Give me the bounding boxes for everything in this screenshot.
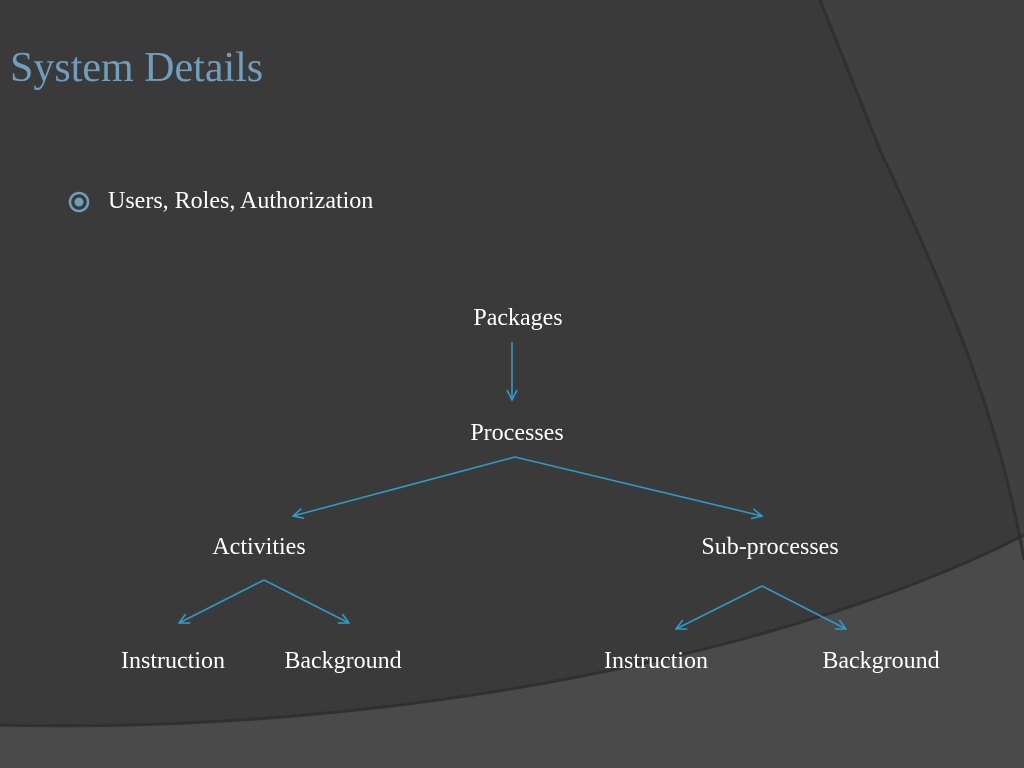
arrow-sub-processes-to-instruction <box>676 585 763 629</box>
target-bullet-icon <box>68 191 90 212</box>
node-activities-background: Background <box>284 648 402 674</box>
node-sub-processes: Sub-processes <box>701 534 839 560</box>
node-sub-processes-instruction: Instruction <box>604 648 708 674</box>
background-arc-edge <box>818 0 1024 561</box>
bullet-text: Users, Roles, Authorization <box>108 188 374 214</box>
node-sub-processes-background: Background <box>822 648 940 674</box>
arrow-activities-to-instruction <box>179 579 265 623</box>
arrow-activities-to-background <box>263 579 349 623</box>
bullet-item: Users, Roles, Authorization <box>68 188 373 215</box>
background-arc-band <box>820 0 1024 560</box>
arrow-sub-processes-to-background <box>761 585 846 629</box>
node-packages: Packages <box>473 305 563 331</box>
arrow-processes-to-sub-processes <box>514 456 762 516</box>
node-activities-instruction: Instruction <box>121 648 225 674</box>
arrow-processes-to-activities <box>293 456 516 516</box>
slide-title: System Details <box>10 45 264 91</box>
background-swoosh-edge <box>0 533 1024 728</box>
node-activities: Activities <box>212 534 306 560</box>
node-processes: Processes <box>470 420 564 446</box>
background-bottom-swoosh <box>0 535 1024 768</box>
